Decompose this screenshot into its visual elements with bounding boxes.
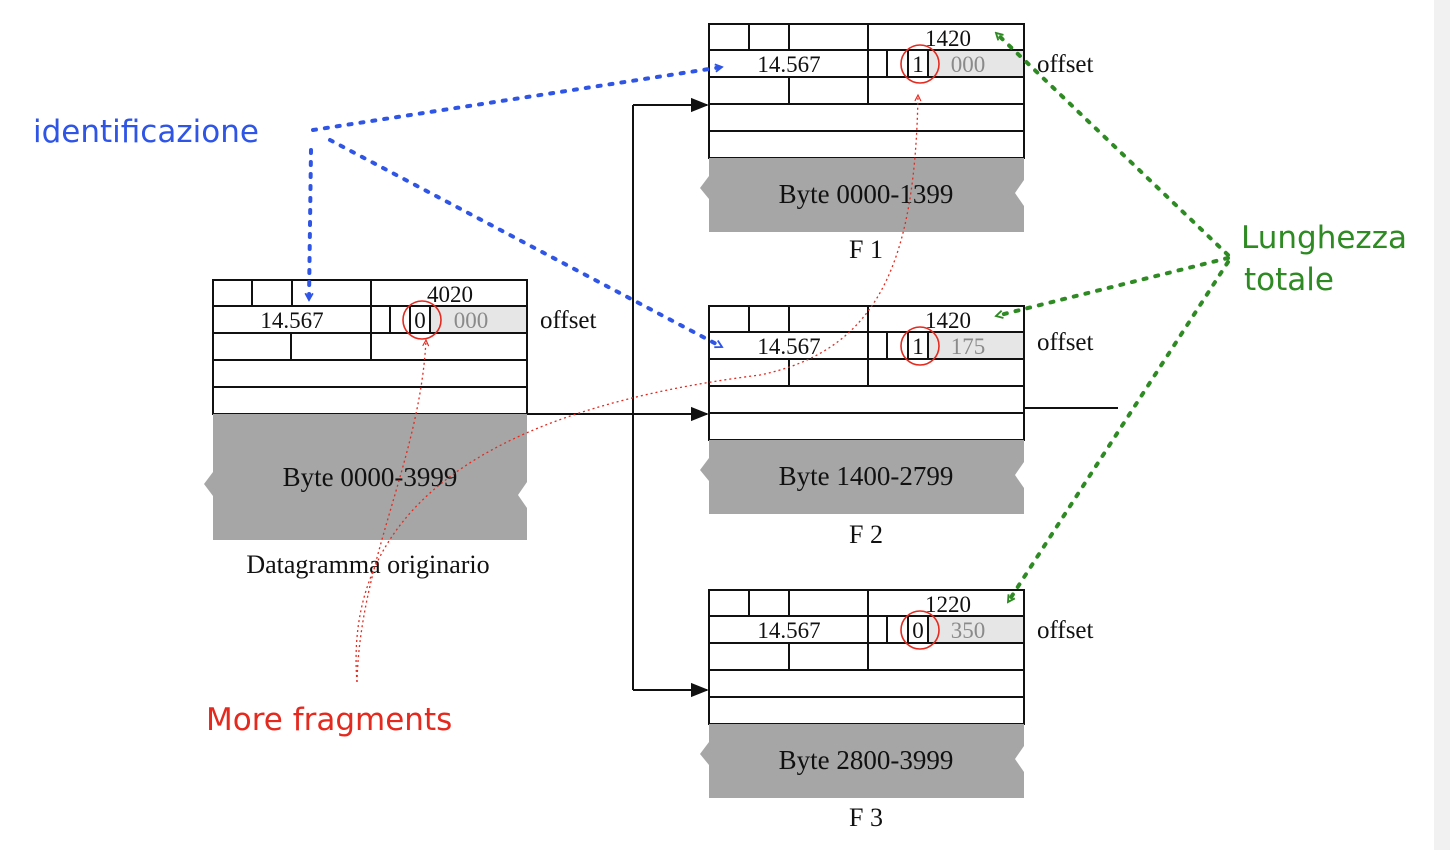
fragment-3: 1220 14.567 0 350 offset Byte 2800-3999 … — [700, 589, 1094, 832]
fragment-2-mf-circle — [900, 326, 940, 366]
original-offset-value: 000 — [454, 308, 489, 333]
fragment-1: 1420 14.567 1 000 offset Byte 0000-1399 … — [700, 23, 1094, 264]
fragment-3-payload — [700, 724, 1024, 798]
fragment-3-mf-circle — [900, 610, 940, 650]
fragment-1-offset-field — [929, 51, 1023, 76]
original-mf-bit: 0 — [414, 308, 426, 333]
fragment-1-payload-label: Byte 0000-1399 — [779, 179, 954, 209]
more-fragments-annotation: More fragments — [206, 93, 922, 738]
fragment-1-offset-value: 000 — [951, 52, 986, 77]
fragment-1-mf-bit: 1 — [912, 52, 924, 77]
fragment-1-header — [708, 23, 1025, 159]
fragment-3-offset-value: 350 — [951, 618, 986, 643]
identification-arrow-original — [309, 148, 311, 302]
original-total-length: 4020 — [427, 282, 473, 307]
fragment-3-identification: 14.567 — [757, 618, 820, 643]
fragment-3-mf-bit: 0 — [912, 618, 924, 643]
fragment-1-payload — [700, 158, 1024, 232]
original-offset-label: offset — [540, 307, 597, 334]
original-offset-field — [431, 307, 526, 332]
fragment-1-total-length: 1420 — [925, 26, 971, 51]
fragment-2-offset-value: 175 — [951, 334, 986, 359]
total-length-arrow-f3 — [1006, 260, 1230, 604]
mf-circles — [402, 44, 940, 650]
original-datagram: 4020 14.567 0 000 offset Byte 0000-3999 … — [204, 279, 597, 579]
fragment-3-caption: F 3 — [849, 803, 883, 832]
fragment-2-payload — [700, 440, 1024, 514]
fragment-3-header — [708, 589, 1025, 725]
original-payload-label: Byte 0000-3999 — [283, 462, 458, 492]
total-length-arrow-f1 — [994, 31, 1230, 257]
identification-arrow-f2 — [328, 138, 724, 349]
total-length-label-line2: totale — [1244, 262, 1334, 298]
identification-annotation: identificazione — [33, 67, 724, 349]
fragment-3-offset-field — [929, 617, 1023, 642]
fragment-1-identification: 14.567 — [757, 52, 820, 77]
fragment-1-caption: F 1 — [849, 235, 883, 264]
original-header — [212, 279, 528, 415]
total-length-arrow-f2 — [994, 256, 1230, 316]
original-caption: Datagramma originario — [246, 550, 489, 579]
split-arrows — [527, 97, 709, 698]
identification-label: identificazione — [33, 114, 259, 150]
identification-arrow-f1 — [311, 67, 724, 132]
more-fragments-line-original — [356, 338, 430, 683]
vertical-scrollbar[interactable] — [1434, 0, 1450, 850]
total-length-annotation: Lunghezza totale — [994, 31, 1407, 604]
fragment-1-mf-circle — [900, 44, 940, 84]
original-mf-circle — [402, 300, 442, 340]
original-payload — [204, 414, 527, 540]
more-fragments-label: More fragments — [206, 702, 452, 738]
total-length-label-line1: Lunghezza — [1241, 220, 1407, 256]
fragment-2-header — [708, 305, 1025, 441]
fragment-3-offset-label: offset — [1037, 617, 1094, 644]
fragment-3-total-length: 1220 — [925, 592, 971, 617]
fragment-2-offset-label: offset — [1037, 329, 1094, 356]
fragment-3-payload-label: Byte 2800-3999 — [779, 745, 954, 775]
fragment-2: 1420 14.567 1 175 offset Byte 1400-2799 … — [700, 305, 1118, 549]
fragment-2-total-length: 1420 — [925, 308, 971, 333]
fragment-2-identification: 14.567 — [757, 334, 820, 359]
fragment-2-caption: F 2 — [849, 520, 883, 549]
fragment-2-offset-field — [929, 333, 1023, 358]
fragment-2-mf-bit: 1 — [912, 334, 924, 359]
fragment-1-offset-label: offset — [1037, 51, 1094, 78]
fragment-2-payload-label: Byte 1400-2799 — [779, 461, 954, 491]
more-fragments-line-f1 — [355, 93, 922, 683]
original-identification: 14.567 — [260, 308, 323, 333]
